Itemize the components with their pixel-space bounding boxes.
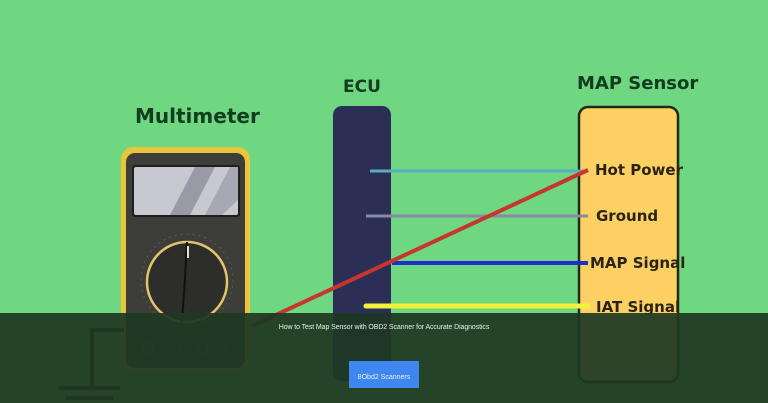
category-button[interactable]: 8Obd2 Scanners [349, 361, 419, 388]
probe-wire [251, 168, 589, 328]
pin-label-map-signal: MAP Signal [590, 254, 686, 272]
map-sensor-label: MAP Sensor [577, 73, 699, 94]
article-title-link[interactable]: How to Test Map Sensor with OBD2 Scanner… [278, 324, 490, 331]
ecu-label: ECU [343, 77, 381, 97]
caption-overlay [0, 313, 768, 403]
pin-label-ground: Ground [596, 207, 659, 225]
multimeter-label: Multimeter [135, 104, 260, 128]
pin-label-hot-power: Hot Power [595, 161, 683, 179]
ecu-module [333, 106, 391, 381]
pin-label-iat-signal: IAT Signal [596, 298, 681, 316]
